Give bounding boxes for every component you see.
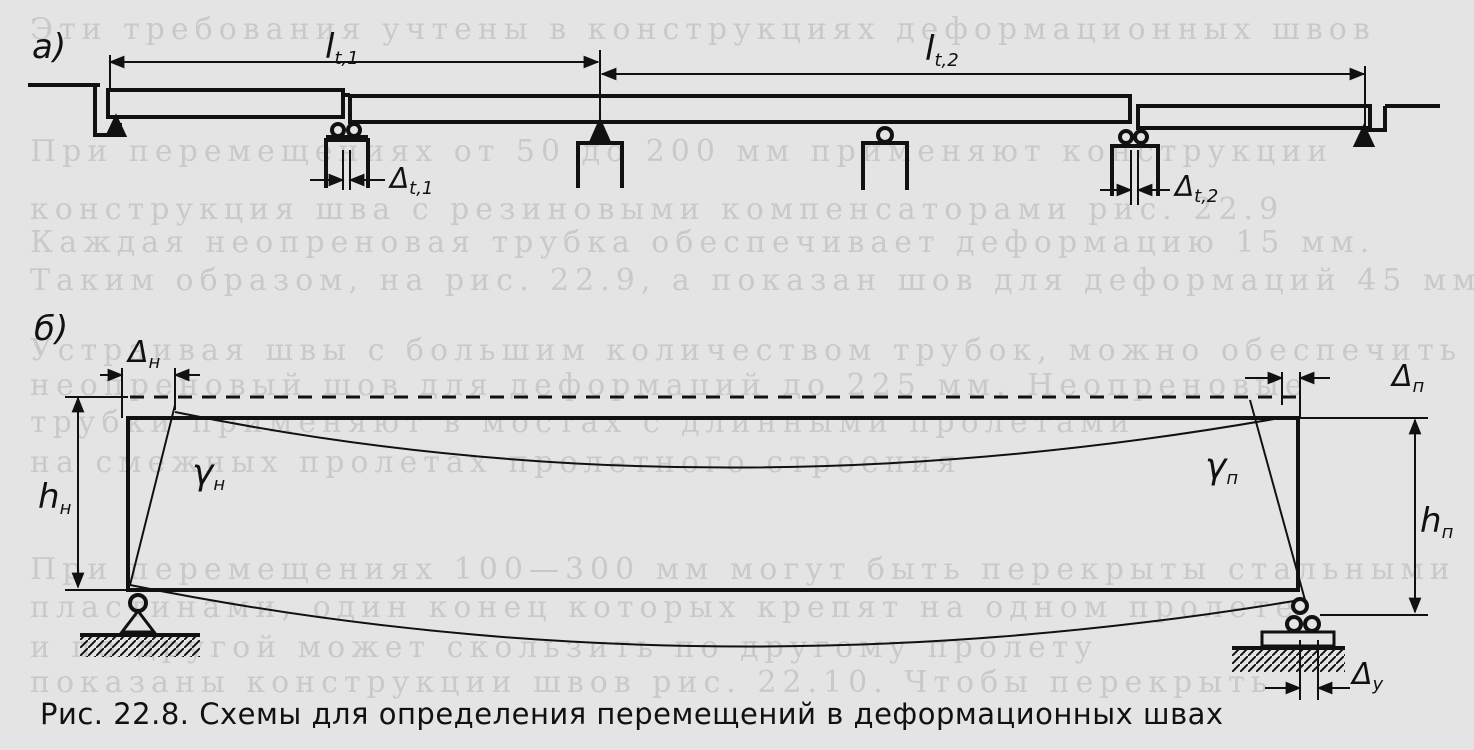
pier-1 [324,122,370,188]
left-displacement-label: Δн [126,335,161,373]
roller-icon [346,122,362,138]
roller-icon [1133,129,1149,145]
left-rotation-angle-label: γн [192,452,225,495]
left-fixed-support [104,113,128,137]
background-text-line: Эти требования учтены в конструкциях деф… [30,12,1376,47]
roller-icon [876,126,894,144]
background-text-line: пластинами, один конец которых крепят на… [30,590,1300,625]
joint-2-label: Δt,2 [1173,170,1218,207]
right-displacement-label: Δп [1390,359,1425,397]
right-roller-support [1232,597,1345,672]
right-rotated-end [1249,399,1306,601]
left-hinged-support [80,593,200,657]
background-text-line: и по другой может скользить по другому п… [30,630,1099,665]
background-text-line: Каждая неопреновая трубка обеспечивает д… [30,225,1376,260]
pier-2 [576,117,624,188]
span-2-girder [348,94,1132,124]
pier-4 [1110,129,1160,196]
background-text-line: показаны конструкции швов рис. 22.10. Чт… [30,665,1274,700]
span-1-girder [106,88,345,119]
panel-a: а) [28,27,1440,205]
beam-outline [126,416,1300,592]
deflected-top-curve [174,411,1281,469]
left-rotated-end [129,404,176,586]
panel-a-label: а) [32,27,66,67]
background-text-line: конструкция шва с резиновыми компенсатор… [30,192,1285,227]
background-text-line: Устраивая швы с большим количеством труб… [30,333,1463,368]
span-1-label: lt,1 [325,27,359,69]
right-height-label: hп [1420,501,1454,543]
left-height-label: hн [38,477,72,519]
background-text-line: При перемещениях 100—300 мм могут быть п… [30,552,1456,587]
joint-1-label: Δt,1 [388,162,433,199]
roller-icon [1118,129,1134,145]
support-displacement-label: Δу [1350,657,1384,695]
span-2-label: lt,2 [925,29,959,71]
span-3-girder [1136,104,1372,130]
deflected-bottom-curve [129,584,1301,648]
background-text-line: трубки применяют в мостах с длинными про… [30,405,1136,440]
background-text-line: Таким образом, на рис. 22.9, а показан ш… [30,263,1474,298]
panel-b-label: б) [34,309,68,349]
figure-caption: Рис. 22.8. Схемы для определения перемещ… [40,697,1224,731]
right-fixed-support [1352,123,1376,147]
right-rotation-angle-label: γп [1205,446,1238,489]
pier-3 [861,126,909,190]
panel-b: б) [34,309,1428,700]
background-text-line: на смежных пролетах пролетного строения [30,445,962,480]
roller-icon [330,122,346,138]
